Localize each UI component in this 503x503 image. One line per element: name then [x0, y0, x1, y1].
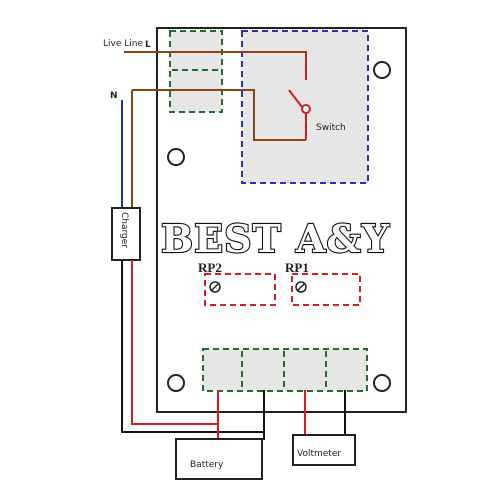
- switch-lever: [288, 89, 303, 108]
- voltmeter-label: Voltmeter: [297, 449, 341, 459]
- rp2-label: RP2: [198, 260, 222, 275]
- rp1-trimmer-icon: [295, 281, 307, 293]
- live-wire: [124, 51, 307, 58]
- mounting-hole-bottom-right: [373, 374, 391, 392]
- input-terminal-block: [169, 30, 223, 113]
- voltmeter-box: [292, 434, 356, 466]
- rp2-trimmer-icon: [209, 281, 221, 293]
- mounting-hole-middle-left: [167, 148, 185, 166]
- mounting-hole-top-right: [373, 61, 391, 79]
- mounting-hole-bottom-left: [167, 374, 185, 392]
- switch-loop-wire: [132, 89, 306, 141]
- neutral-letter: N: [110, 91, 118, 101]
- rp2-region: [204, 273, 276, 306]
- live-line-label: Live Line: [103, 39, 143, 49]
- switch-pivot: [301, 104, 311, 114]
- live-line-letter: L: [145, 40, 151, 50]
- brand-watermark: BEST A&Y: [161, 216, 390, 261]
- charger-label: Charger: [119, 212, 129, 248]
- battery-label: Battery: [190, 460, 224, 470]
- charger-box: [111, 207, 141, 261]
- battery-box: [175, 438, 263, 480]
- rp1-region: [291, 273, 361, 306]
- switch-label: Switch: [316, 123, 346, 133]
- rp1-label: RP1: [285, 260, 309, 275]
